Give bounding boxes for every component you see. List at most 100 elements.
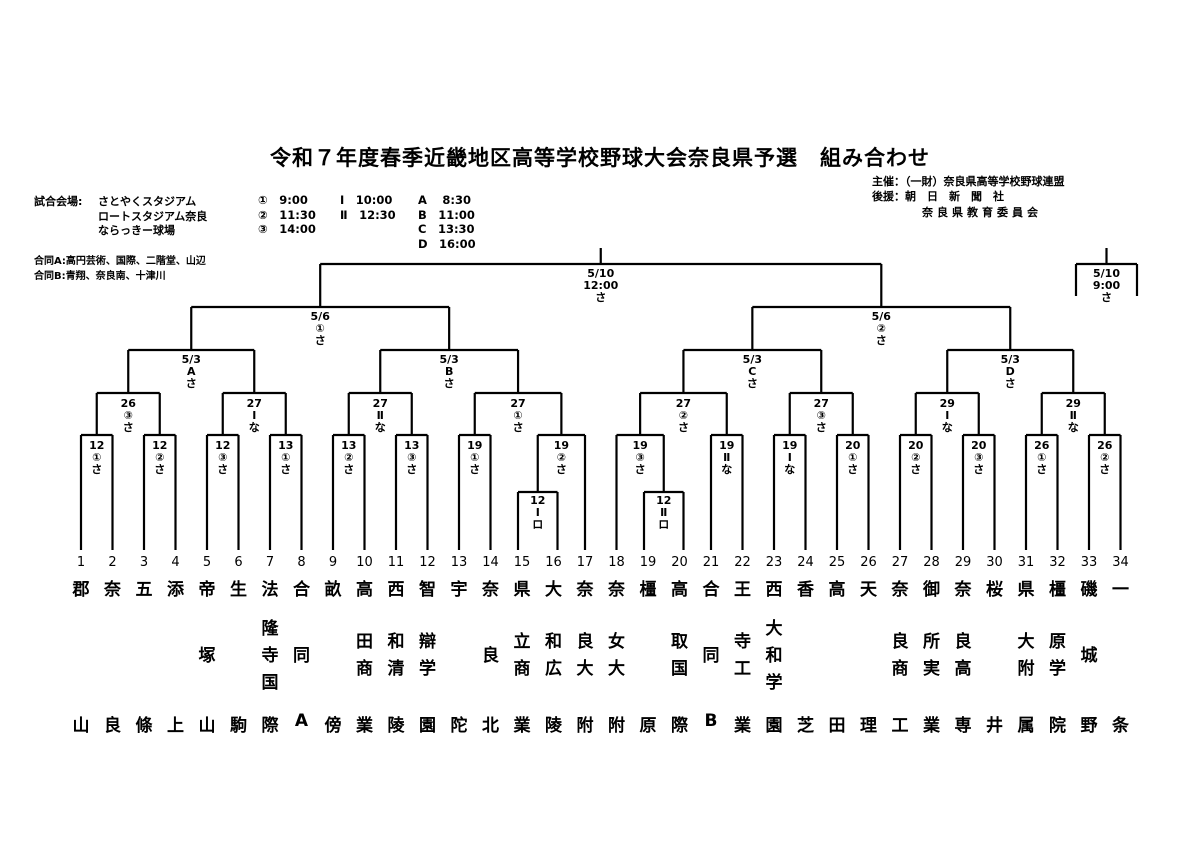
semi-left-match-label-line-1: 5/6 [310,310,330,323]
team-name-middle: 立商 [508,610,536,702]
team-name-first: 香 [797,580,814,600]
team-name-middle: 和清 [382,610,410,702]
r2-match-label-9-line-2: ③ [635,451,645,464]
r2-match-label-2-line-2: ② [155,451,165,464]
team-name-middle-char: 大 [608,659,625,679]
team-name-middle-char: 学 [765,672,783,693]
team-name-middle-char: 原 [1049,632,1066,652]
qf-d-match-label-line-2: D [1005,365,1015,378]
team-number: 15 [513,555,531,570]
team-number: 32 [1049,555,1066,570]
r2-match-label-3-line-3: さ [217,463,229,476]
qf-a-match-label-line-1: 5/3 [181,353,201,366]
r3-match-label-8-line-1: 29 [1065,397,1081,410]
page-title: 令和７年度春季近畿地区高等学校野球大会奈良県予選 組み合わせ [270,146,930,170]
r2-match-label-9-line-1: 19 [632,439,648,452]
team-number: 18 [608,555,625,570]
r2-match-label-10-line-3: な [721,463,733,476]
team-number: 10 [356,555,373,570]
team-name-last: 理 [860,716,877,736]
team-name-middle: 大和学 [760,610,788,702]
team-name-middle-char: 商 [356,659,373,679]
r3-match-label-3-line-2: Ⅱ [376,409,384,422]
team-name-middle: 田商 [351,610,379,702]
team-name-middle-char: 商 [891,659,909,679]
team-name-middle-char: 学 [1049,659,1066,679]
team-name-last: 附 [576,716,594,736]
team-number: 23 [765,555,783,570]
r2-match-label-12-line-2: ① [848,451,858,464]
team-name-first: 生 [230,580,247,600]
team-number: 13 [450,555,468,570]
team-name-middle: 取国 [666,610,694,702]
team-name-first: 郡 [72,580,90,600]
r2-match-label-13-line-1: 20 [908,439,924,452]
team-name-middle-char: 良 [954,632,972,652]
team-name-first: 県 [1017,580,1035,600]
venue-2: ロートスタジアム奈良 [98,210,208,223]
semi-right-match-label-line-1: 5/6 [871,310,891,323]
team-name-first: 奈 [608,580,625,600]
team-name-middle-char: 良 [891,632,909,652]
venue-3: ならっきー球場 [98,224,175,237]
r2-match-label-3-line-1: 12 [215,439,231,452]
team-name-middle-char: 和 [387,632,405,652]
r1-match-label-1-line-3: ロ [532,518,544,531]
team-name-first: 帝 [198,580,216,600]
team-name-middle-char: 工 [734,659,751,679]
r2-match-label-11-line-1: 19 [782,439,798,452]
r2-match-label-2-line-1: 12 [152,439,168,452]
qf-d-match-label-line-1: 5/3 [1000,353,1020,366]
qf-c-match-label-line-2: C [748,365,757,378]
third-place-match-label-line-2: 9:00 [1092,279,1121,292]
team-name-last: 原 [639,716,657,736]
r2-match-label-16-line-1: 26 [1097,439,1113,452]
team-name-middle-char: 良 [482,645,499,666]
team-number: 33 [1080,555,1098,570]
team-number: 21 [702,555,720,570]
r3-match-label-4-line-2: ① [513,409,523,422]
team-name-middle: 所実 [918,610,946,702]
team-name-first: 奈 [482,580,499,600]
team-name-middle-char: 大 [1017,632,1035,652]
team-number: 28 [923,555,940,570]
r2-match-label-10-line-2: Ⅱ [723,451,731,464]
r2-match-label-7-line-1: 19 [467,439,483,452]
r3-match-label-5-line-2: ② [678,409,689,422]
r3-match-label-1-line-2: ③ [123,409,133,422]
team-name-first: 添 [167,580,184,600]
team-name-middle-char: 塚 [198,645,216,666]
r3-match-label-3-line-1: 27 [372,397,388,410]
semi-right-match-label-line-2: ② [876,322,886,335]
r3-match-label-5-line-3: さ [677,421,689,434]
team-name-middle: 隆寺国 [256,610,284,702]
r1-match-label-1-line-2: Ⅰ [535,506,540,519]
r3-match-label-1-line-3: さ [122,421,134,434]
semi-left-match-label-line-3: さ [314,334,326,347]
team-name-middle-char: 良 [576,632,594,652]
team-name-middle-char: 高 [954,659,972,679]
team-name-middle: 同 [697,610,725,702]
team-name-first: 奈 [891,580,909,600]
team-name-middle-char: 女 [608,632,625,652]
qf-c-match-label-line-3: さ [746,377,758,390]
r3-match-label-2-line-3: な [248,421,260,434]
team-name-first: 合 [293,580,310,600]
team-number: 26 [860,555,877,570]
team-name-last: 山 [198,716,216,736]
team-name-last: 井 [986,716,1003,736]
team-name-middle: 女大 [603,610,631,702]
team-name-middle: 良 [477,610,505,702]
team-name-first: 桜 [986,580,1003,600]
team-name-last: A [294,711,309,731]
